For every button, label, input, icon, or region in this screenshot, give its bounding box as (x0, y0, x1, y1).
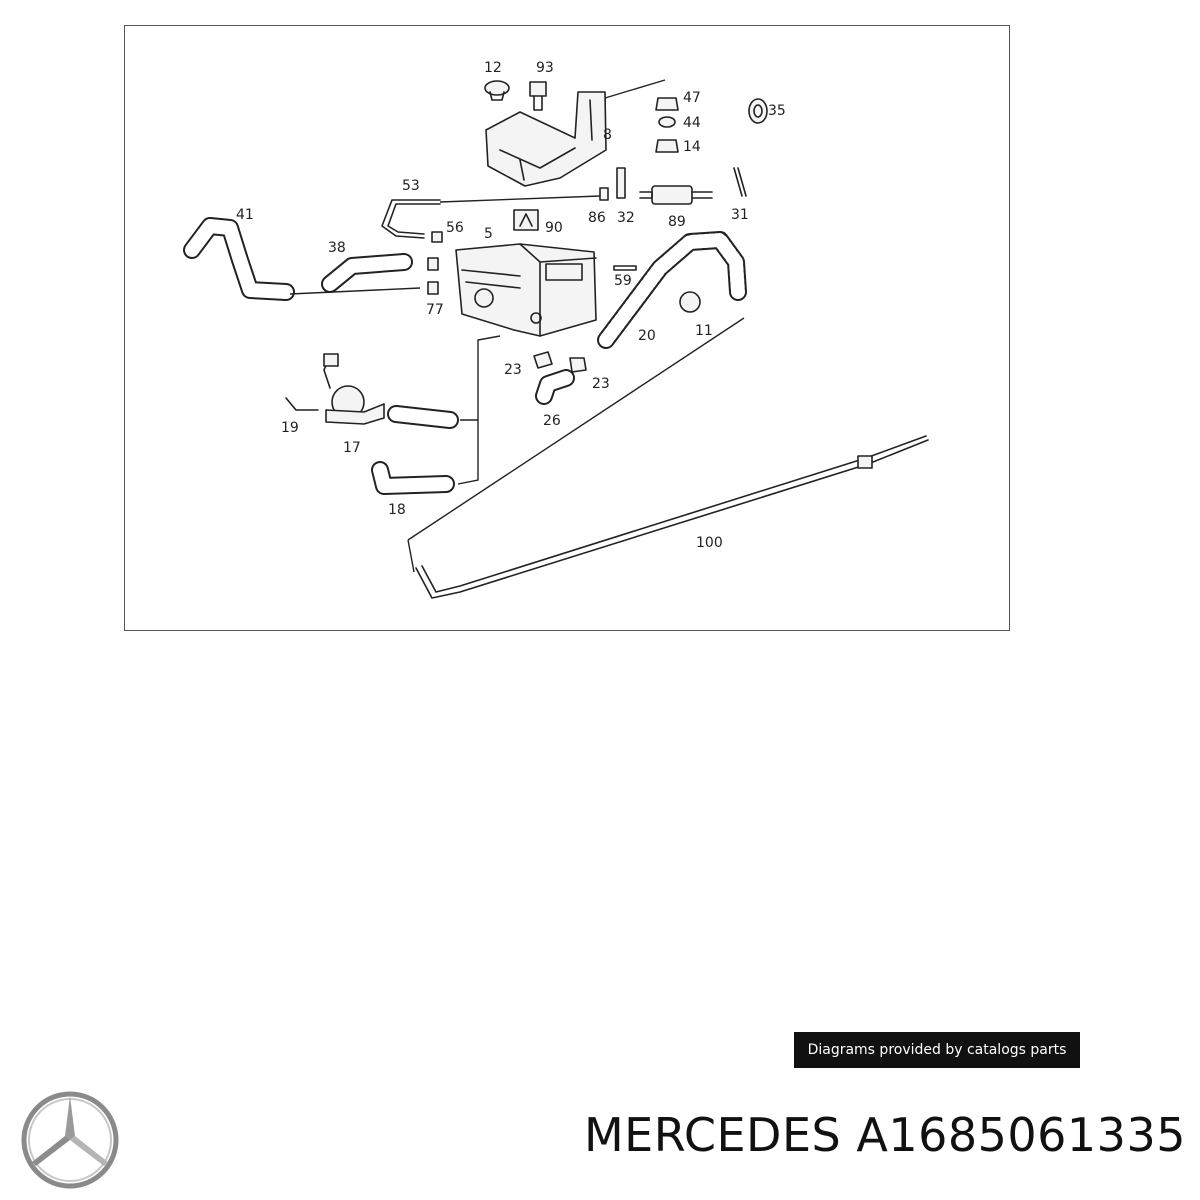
callout-89: 89 (668, 214, 686, 230)
hose-18 (371, 461, 455, 495)
clip-90 (513, 209, 539, 231)
label-59 (613, 265, 637, 271)
callout-38: 38 (328, 240, 346, 256)
callout-35: 35 (768, 103, 786, 119)
callout-26: 26 (543, 413, 561, 429)
callout-86: 86 (588, 210, 606, 226)
callout-23-left: 23 (504, 362, 522, 378)
grommet-35 (748, 98, 768, 124)
washer-44 (658, 116, 676, 128)
hose-38 (321, 253, 413, 293)
mercedes-star-icon (21, 1091, 119, 1189)
hose-clamp-77 (427, 281, 439, 295)
hose-41 (183, 217, 295, 301)
plug-part-12 (484, 80, 510, 101)
water-pump-17 (323, 353, 385, 425)
callout-100: 100 (696, 535, 723, 551)
callout-90: 90 (545, 220, 563, 236)
callout-41: 41 (236, 207, 254, 223)
callout-11: 11 (695, 323, 713, 339)
fuel-line-53 (381, 195, 601, 239)
clamp-23 (533, 351, 587, 373)
fuel-line-100 (407, 317, 929, 599)
hose-17-out (387, 405, 459, 429)
callout-19: 19 (281, 420, 299, 436)
mounting-bracket (485, 79, 666, 187)
callout-23-right: 23 (592, 376, 610, 392)
callout-12: 12 (484, 60, 502, 76)
callout-93: 93 (536, 60, 554, 76)
callout-20: 20 (638, 328, 656, 344)
callout-31: 31 (731, 207, 749, 223)
auxiliary-heater-5 (455, 243, 597, 337)
dosing-pump-89 (639, 185, 713, 205)
clamp-86 (599, 187, 609, 201)
clip-31 (733, 167, 747, 197)
rubber-mount-47 (655, 97, 679, 111)
hose-clamp-56 (427, 231, 443, 271)
clamp-11 (679, 291, 701, 313)
callout-32: 32 (617, 210, 635, 226)
callout-5: 5 (484, 226, 493, 242)
callout-77: 77 (426, 302, 444, 318)
callout-56: 56 (446, 220, 464, 236)
callout-47: 47 (683, 90, 701, 106)
callout-17: 17 (343, 440, 361, 456)
bracket-32 (616, 167, 626, 199)
callout-59: 59 (614, 273, 632, 289)
callout-44: 44 (683, 115, 701, 131)
bolt-part-93 (529, 81, 547, 111)
part-title: MERCEDES A1685061335 (583, 1108, 1186, 1162)
hose-26 (535, 369, 575, 405)
diagram-credit-badge: Diagrams provided by catalogs parts (794, 1032, 1080, 1068)
exhaust-pipe-20 (597, 231, 747, 349)
callout-14: 14 (683, 139, 701, 155)
callout-8: 8 (603, 127, 612, 143)
callout-53: 53 (402, 178, 420, 194)
clip-19 (285, 397, 319, 411)
nut-14 (655, 139, 679, 153)
callout-18: 18 (388, 502, 406, 518)
